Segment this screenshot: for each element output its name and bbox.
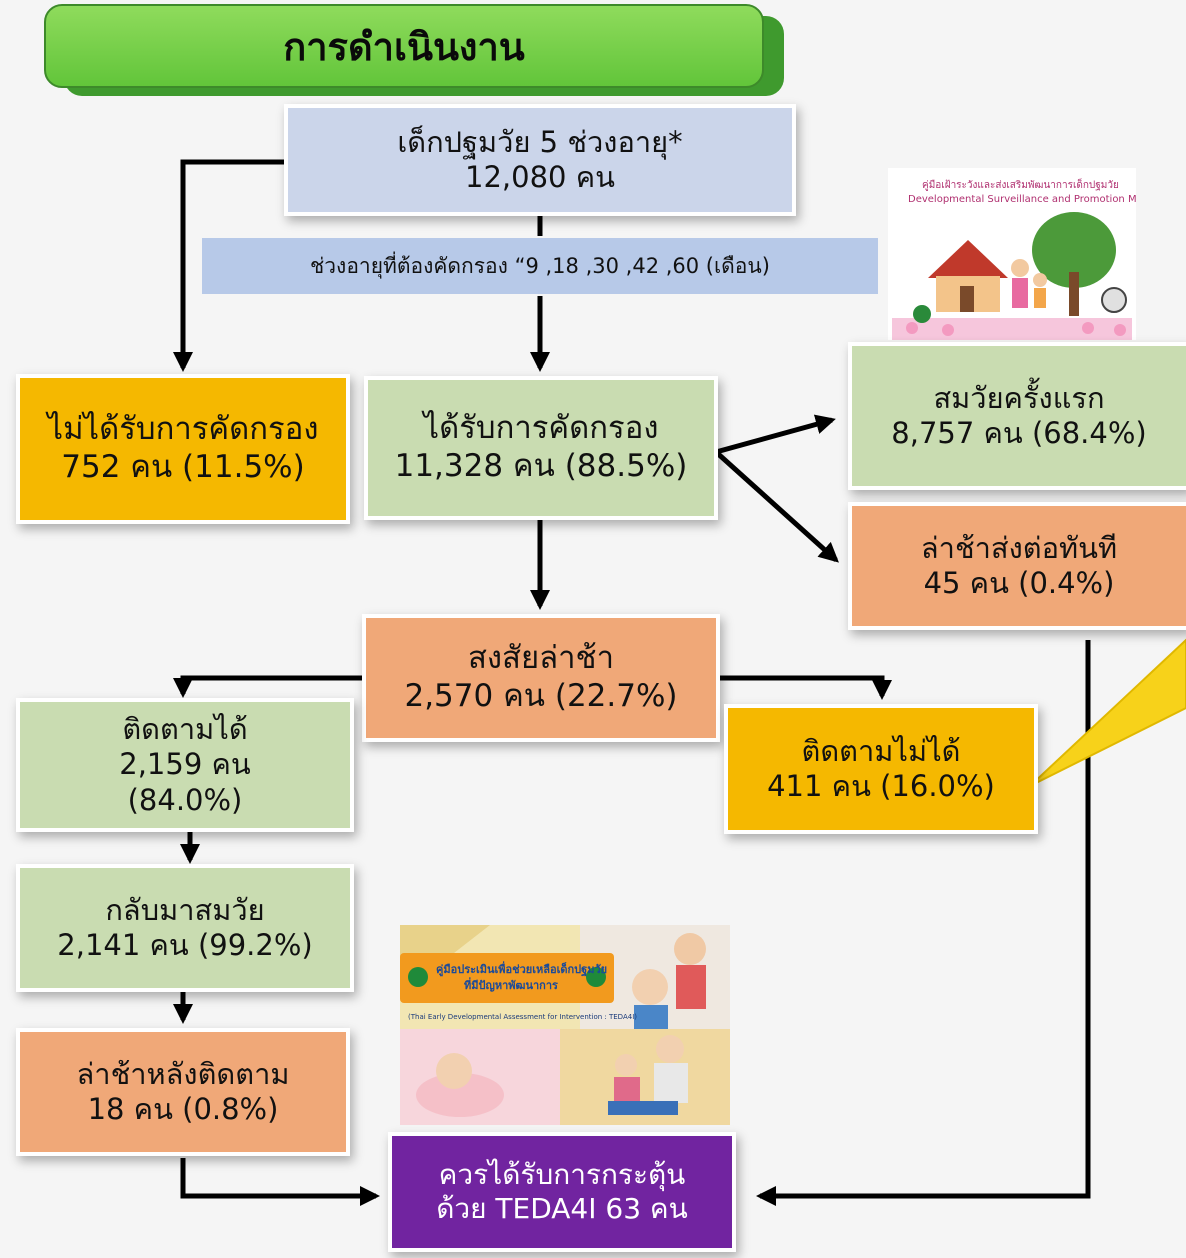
node-not-screened: ไม่ได้รับการคัดกรอง 752 คน (11.5%) xyxy=(20,378,346,520)
teda4i-manual-title: คู่มือประเมินเพื่อช่วยเหลือเด็กปฐมวัย xyxy=(436,961,607,977)
node-followed-label: ติดตามได้ xyxy=(122,711,248,746)
node-followed-count: 2,159 คน xyxy=(119,747,251,782)
arrow-suspected-to-not-followed xyxy=(716,675,892,700)
teda4i-manual-subtitle: (Thai Early Developmental Assessment for… xyxy=(408,1013,637,1021)
arrow-screened-to-delay xyxy=(714,450,839,563)
node-suspected-delay-count: 2,570 คน (22.7%) xyxy=(404,678,678,714)
page-title: การดำเนินงาน xyxy=(44,4,764,88)
node-delay-after-follow: ล่าช้าหลังติดตาม 18 คน (0.8%) xyxy=(20,1032,346,1152)
node-suspected-delay-label: สงสัยล่าช้า xyxy=(468,640,614,677)
arrow-delay-to-teda xyxy=(180,1158,380,1206)
teda4i-manual-image: คู่มือประเมินเพื่อช่วยเหลือเด็กปฐมวัย ที… xyxy=(400,925,730,1125)
node-normal-first-label: สมวัยครั้งแรก xyxy=(933,380,1105,415)
title-banner: การดำเนินงาน xyxy=(44,4,786,98)
node-suspected-delay: สงสัยล่าช้า 2,570 คน (22.7%) xyxy=(366,618,716,738)
arrow-total-to-not-screened xyxy=(173,159,288,372)
node-not-followed-label: ติดตามไม่ได้ xyxy=(801,733,961,768)
node-delay-refer-label: ล่าช้าส่งต่อทันที xyxy=(920,530,1118,565)
node-not-screened-count: 752 คน (11.5%) xyxy=(61,449,305,485)
node-not-screened-label: ไม่ได้รับการคัดกรอง xyxy=(47,411,319,448)
node-not-followed-count: 411 คน (16.0%) xyxy=(767,769,995,803)
node-delay-refer: ล่าช้าส่งต่อทันที 45 คน (0.4%) xyxy=(852,506,1186,626)
node-back-normal-label: กลับมาสมวัย xyxy=(105,892,265,927)
node-normal-first-count: 8,757 คน (68.4%) xyxy=(891,416,1147,450)
node-teda4i-count: ด้วย TEDA4I 63 คน xyxy=(436,1192,688,1225)
teda4i-manual-title-2: ที่มีปัญหาพัฒนาการ xyxy=(464,977,558,992)
node-not-followed: ติดตามไม่ได้ 411 คน (16.0%) xyxy=(728,708,1034,830)
node-normal-first: สมวัยครั้งแรก 8,757 คน (68.4%) xyxy=(852,346,1186,486)
teda4i-manual-illustration: คู่มือประเมินเพื่อช่วยเหลือเด็กปฐมวัย ที… xyxy=(400,925,730,1125)
dspm-manual-image: คู่มือเฝ้าระวังและส่งเสริมพัฒนาการเด็กปฐ… xyxy=(888,168,1136,340)
node-delay-after-follow-count: 18 คน (0.8%) xyxy=(87,1092,279,1126)
node-screened: ได้รับการคัดกรอง 11,328 คน (88.5%) xyxy=(368,380,714,516)
node-back-normal: กลับมาสมวัย 2,141 คน (99.2%) xyxy=(20,868,350,988)
dspm-manual-title: คู่มือเฝ้าระวังและส่งเสริมพัฒนาการเด็กปฐ… xyxy=(922,177,1119,191)
screening-age-note: ช่วงอายุที่ต้องคัดกรอง “9 ,18 ,30 ,42 ,6… xyxy=(202,238,878,294)
arrow-suspected-to-followed xyxy=(173,675,366,698)
node-total-children: เด็กปฐมวัย 5 ช่วงอายุ* 12,080 คน xyxy=(288,108,792,212)
node-followed: ติดตามได้ 2,159 คน (84.0%) xyxy=(20,702,350,828)
node-teda4i-stimulation: ควรได้รับการกระตุ้น ด้วย TEDA4I 63 คน xyxy=(392,1136,732,1248)
node-delay-refer-count: 45 คน (0.4%) xyxy=(923,566,1115,600)
node-total-children-count: 12,080 คน xyxy=(465,160,615,194)
node-screened-label: ได้รับการคัดกรอง xyxy=(423,410,659,447)
callout-pointer xyxy=(1029,638,1186,787)
arrow-refer-to-teda xyxy=(756,640,1091,1206)
node-delay-after-follow-label: ล่าช้าหลังติดตาม xyxy=(76,1056,290,1091)
node-screened-count: 11,328 คน (88.5%) xyxy=(394,448,688,484)
node-teda4i-label: ควรได้รับการกระตุ้น xyxy=(438,1157,686,1191)
node-back-normal-count: 2,141 คน (99.2%) xyxy=(57,928,313,962)
arrow-screened-to-normal xyxy=(715,414,836,455)
dspm-manual-subtitle: Developmental Surveillance and Promotion… xyxy=(908,194,1136,205)
node-followed-percent: (84.0%) xyxy=(127,782,243,817)
node-total-children-label: เด็กปฐมวัย 5 ช่วงอายุ* xyxy=(397,124,683,159)
dspm-manual-illustration: คู่มือเฝ้าระวังและส่งเสริมพัฒนาการเด็กปฐ… xyxy=(888,168,1136,340)
